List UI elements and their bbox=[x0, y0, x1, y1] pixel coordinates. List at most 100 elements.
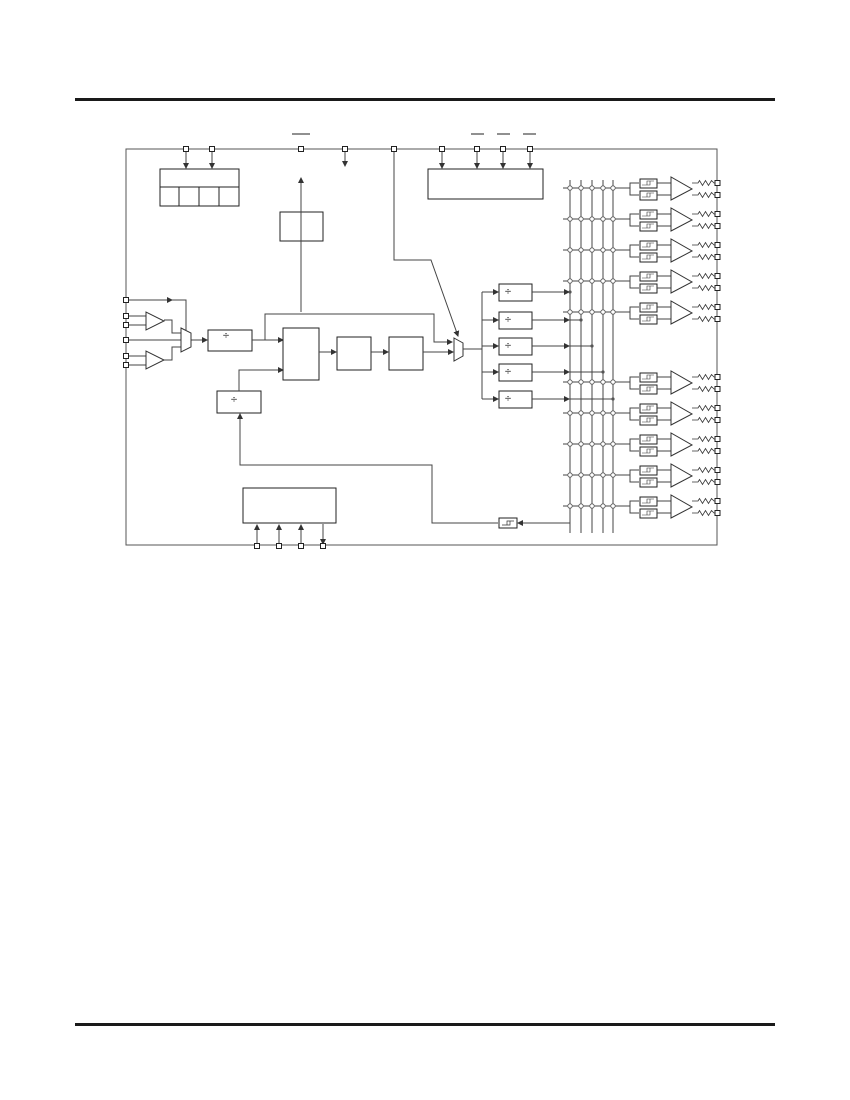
top-pin-1 bbox=[183, 146, 189, 152]
output-driver-7 bbox=[670, 401, 694, 426]
resistor-6b bbox=[692, 385, 716, 393]
output-buffer-1a bbox=[639, 178, 721, 189]
output-pin-1a bbox=[714, 180, 721, 186]
resistor-1a bbox=[692, 179, 716, 187]
output-divider-5: ÷ bbox=[482, 390, 570, 409]
output-pin-3b bbox=[714, 254, 721, 260]
output-buffer-10a bbox=[639, 496, 721, 507]
output-buffer-10b bbox=[639, 508, 721, 519]
output-buffer-5a bbox=[639, 302, 721, 313]
output-pin-3a bbox=[714, 242, 721, 248]
resistor-10a bbox=[692, 497, 716, 505]
chip-boundary bbox=[125, 148, 718, 546]
top-pin-7 bbox=[474, 146, 480, 152]
resistor-8a bbox=[692, 435, 716, 443]
output-pin-9a bbox=[714, 467, 721, 473]
bus-tap-2 bbox=[579, 318, 583, 322]
resistor-2a bbox=[692, 210, 716, 218]
bottom-pin-4 bbox=[320, 543, 326, 549]
feedback-divider-symbol: ÷ bbox=[230, 395, 238, 405]
output-pin-7b bbox=[714, 417, 721, 423]
left-pin-4 bbox=[123, 337, 129, 343]
output-buffer-2b bbox=[639, 221, 721, 232]
output-buffer-6b bbox=[639, 384, 721, 395]
output-pin-2b bbox=[714, 223, 721, 229]
output-divider-1: ÷ bbox=[482, 283, 570, 302]
resistor-8b bbox=[692, 447, 716, 455]
output-pin-5b bbox=[714, 316, 721, 322]
resistor-5b bbox=[692, 315, 716, 323]
output-pin-2a bbox=[714, 211, 721, 217]
bottom-pin-2 bbox=[276, 543, 282, 549]
output-driver-10 bbox=[670, 494, 694, 519]
left-pin-2 bbox=[123, 313, 129, 319]
output-driver-1 bbox=[670, 176, 694, 201]
resistor-1b bbox=[692, 191, 716, 199]
output-buffer-2a bbox=[639, 209, 721, 220]
left-pin-1 bbox=[123, 297, 129, 303]
resistor-10b bbox=[692, 509, 716, 517]
output-buffer-8a bbox=[639, 434, 721, 445]
output-mux bbox=[453, 337, 464, 362]
output-buffer-7b bbox=[639, 415, 721, 426]
svg-text:÷: ÷ bbox=[504, 394, 512, 404]
output-buffer-4b bbox=[639, 283, 721, 294]
output-channel-9 bbox=[563, 463, 721, 488]
output-pin-6b bbox=[714, 386, 721, 392]
bus-tap-4 bbox=[601, 370, 605, 374]
output-divider-4: ÷ bbox=[482, 363, 570, 382]
phase-detector-block bbox=[282, 327, 320, 381]
output-buffer-5b bbox=[639, 314, 721, 325]
output-dividers: ÷÷÷÷÷ bbox=[481, 283, 570, 409]
resistor-3b bbox=[692, 253, 716, 261]
output-channel-6 bbox=[563, 370, 721, 395]
output-driver-9 bbox=[670, 463, 694, 488]
resistor-7b bbox=[692, 416, 716, 424]
top-pin-8 bbox=[500, 146, 506, 152]
output-pin-8b bbox=[714, 448, 721, 454]
resistor-3a bbox=[692, 241, 716, 249]
bus-tap-3 bbox=[590, 344, 594, 348]
vco-block bbox=[388, 336, 424, 371]
output-pin-4b bbox=[714, 285, 721, 291]
left-pin-5 bbox=[123, 353, 129, 359]
output-buffer-9b bbox=[639, 477, 721, 488]
output-channel-5 bbox=[563, 300, 721, 325]
input-mux bbox=[180, 327, 192, 353]
top-pin-9 bbox=[527, 146, 533, 152]
output-channel-3 bbox=[563, 238, 721, 263]
svg-text:÷: ÷ bbox=[504, 341, 512, 351]
output-channels bbox=[563, 176, 721, 519]
footer-rule bbox=[75, 1023, 775, 1026]
top-pin-3 bbox=[298, 146, 304, 152]
output-pin-10a bbox=[714, 498, 721, 504]
resistor-4a bbox=[692, 272, 716, 280]
top-pin-5 bbox=[391, 146, 397, 152]
output-pin-7a bbox=[714, 405, 721, 411]
input-divider bbox=[207, 329, 253, 352]
control-logic-block bbox=[427, 168, 544, 200]
output-pin-6a bbox=[714, 374, 721, 380]
output-driver-6 bbox=[670, 370, 694, 395]
output-channel-1 bbox=[563, 176, 721, 201]
output-buffer-3a bbox=[639, 240, 721, 251]
output-buffer-3b bbox=[639, 252, 721, 263]
output-divider-3: ÷ bbox=[482, 337, 570, 356]
output-buffer-4a bbox=[639, 271, 721, 282]
output-pin-10b bbox=[714, 510, 721, 516]
resistor-9a bbox=[692, 466, 716, 474]
output-channel-4 bbox=[563, 269, 721, 294]
output-pin-9b bbox=[714, 479, 721, 485]
output-channel-2 bbox=[563, 207, 721, 232]
top-pin-6 bbox=[439, 146, 445, 152]
output-buffer-8b bbox=[639, 446, 721, 457]
serial-control-arrows bbox=[254, 524, 326, 546]
output-channel-8 bbox=[563, 432, 721, 457]
resistor-7a bbox=[692, 404, 716, 412]
charge-pump-block bbox=[336, 336, 372, 371]
input-buffer-1 bbox=[145, 311, 166, 331]
top-pin-2 bbox=[209, 146, 215, 152]
resistor-6a bbox=[692, 373, 716, 381]
svg-text:÷: ÷ bbox=[504, 367, 512, 377]
